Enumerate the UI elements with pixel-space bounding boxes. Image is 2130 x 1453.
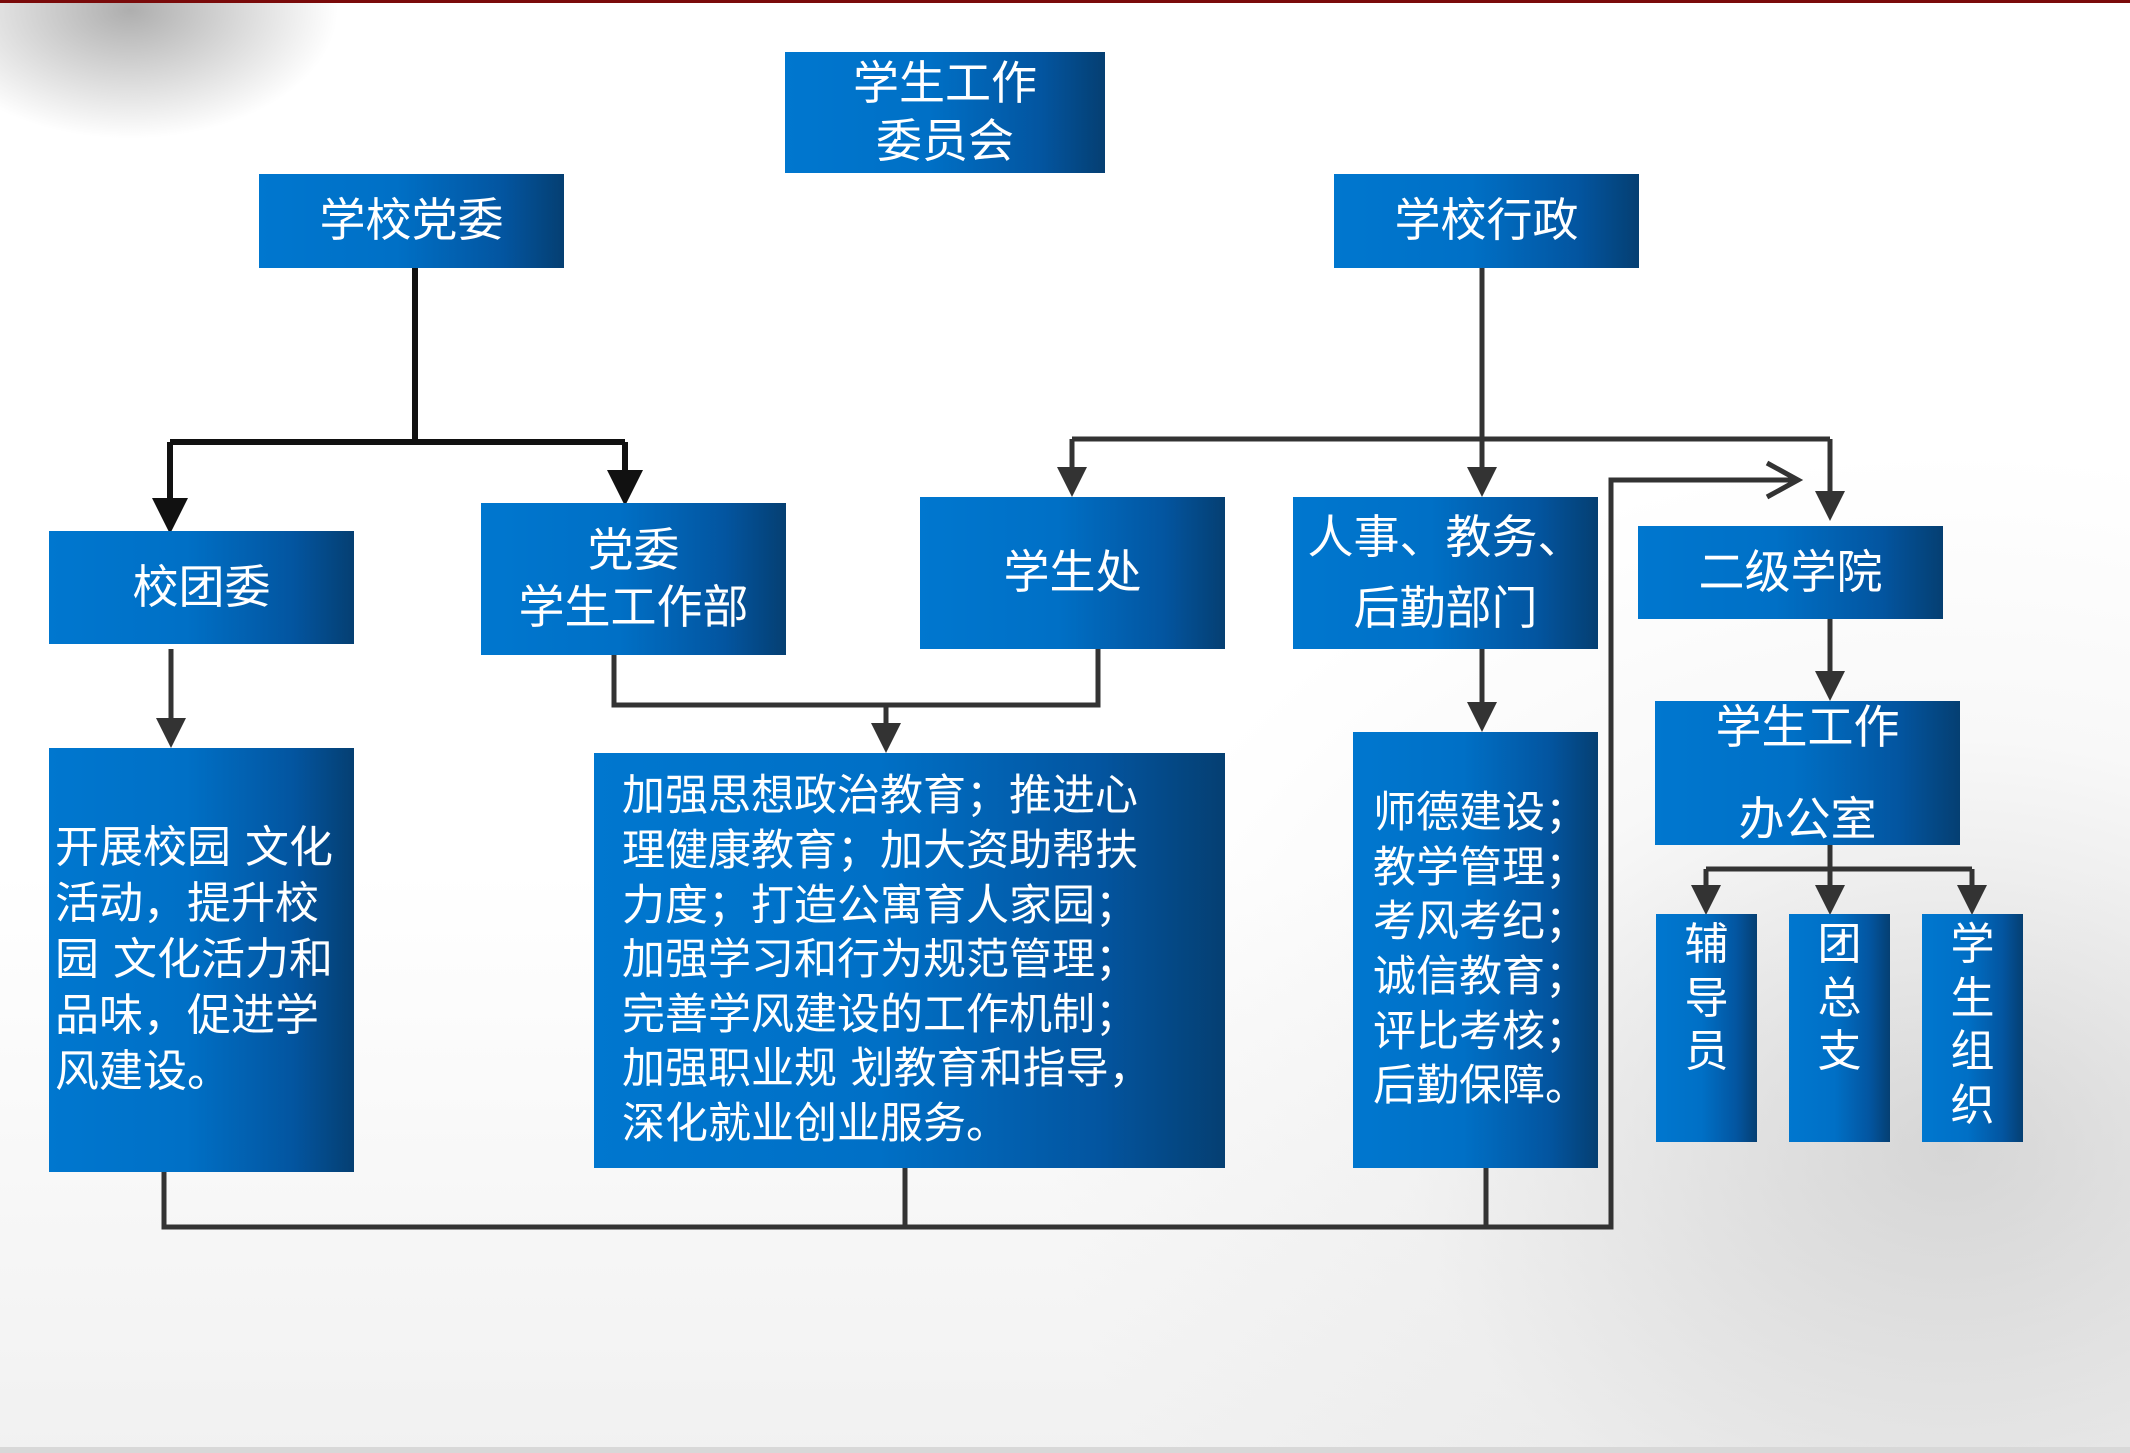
node-label: 学生工作 办公室 <box>1715 700 1900 846</box>
node-secondary-college: 二级学院 <box>1638 526 1943 619</box>
node-label: 辅 导 员 <box>1684 919 1729 1078</box>
node-league-description: 开展校园 文化 活动，提升校 园 文化活力和 品味，促进学 风建设。 <box>49 748 354 1172</box>
node-label: 学生处 <box>1003 545 1142 600</box>
node-text: 加强思想政治教育；推进心 理健康教育；加大资助帮扶 力度；打造公寓育人家园； 加… <box>622 771 1152 1150</box>
node-school-party-committee: 学校党委 <box>259 174 564 268</box>
node-label: 学 生 组 织 <box>1950 919 1995 1132</box>
node-label: 学校行政 <box>1394 193 1579 248</box>
node-league-branch: 团 总 支 <box>1789 914 1890 1142</box>
node-hr-academic-logistics: 人事、教务、 后勤部门 <box>1293 497 1598 649</box>
node-student-affairs: 学生处 <box>920 497 1225 649</box>
node-label: 学校党委 <box>319 193 504 248</box>
node-text: 开展校园 文化 活动，提升校 园 文化活力和 品味，促进学 风建设。 <box>55 822 333 1097</box>
node-student-work-description: 加强思想政治教育；推进心 理健康教育；加大资助帮扶 力度；打造公寓育人家园； 加… <box>594 753 1225 1168</box>
bottom-bar <box>0 1447 2130 1453</box>
node-youth-league: 校团委 <box>49 531 354 644</box>
node-school-administration: 学校行政 <box>1334 174 1639 268</box>
party-branch-lines <box>152 268 643 534</box>
node-label: 二级学院 <box>1698 544 1883 599</box>
node-label: 团 总 支 <box>1817 919 1862 1078</box>
top-bar <box>0 0 2130 3</box>
node-label: 人事、教务、 后勤部门 <box>1307 509 1584 635</box>
node-hr-description: 师德建设； 教学管理； 考风考纪； 诚信教育； 评比考核； 后勤保障。 <box>1353 732 1598 1168</box>
node-counselor: 辅 导 员 <box>1656 914 1757 1142</box>
node-label: 学生工作 委员会 <box>853 56 1037 168</box>
node-college-student-office: 学生工作 办公室 <box>1655 701 1960 845</box>
node-student-work-committee: 学生工作 委员会 <box>785 52 1105 173</box>
admin-branch-lines <box>156 268 1987 1230</box>
node-label: 校团委 <box>132 559 271 614</box>
node-student-organization: 学 生 组 织 <box>1922 914 2023 1142</box>
node-party-student-work-dept: 党委 学生工作部 <box>481 503 786 655</box>
node-label: 党委 学生工作部 <box>518 522 749 635</box>
node-text: 师德建设； 教学管理； 考风考纪； 诚信教育； 评比考核； 后勤保障。 <box>1373 788 1588 1112</box>
